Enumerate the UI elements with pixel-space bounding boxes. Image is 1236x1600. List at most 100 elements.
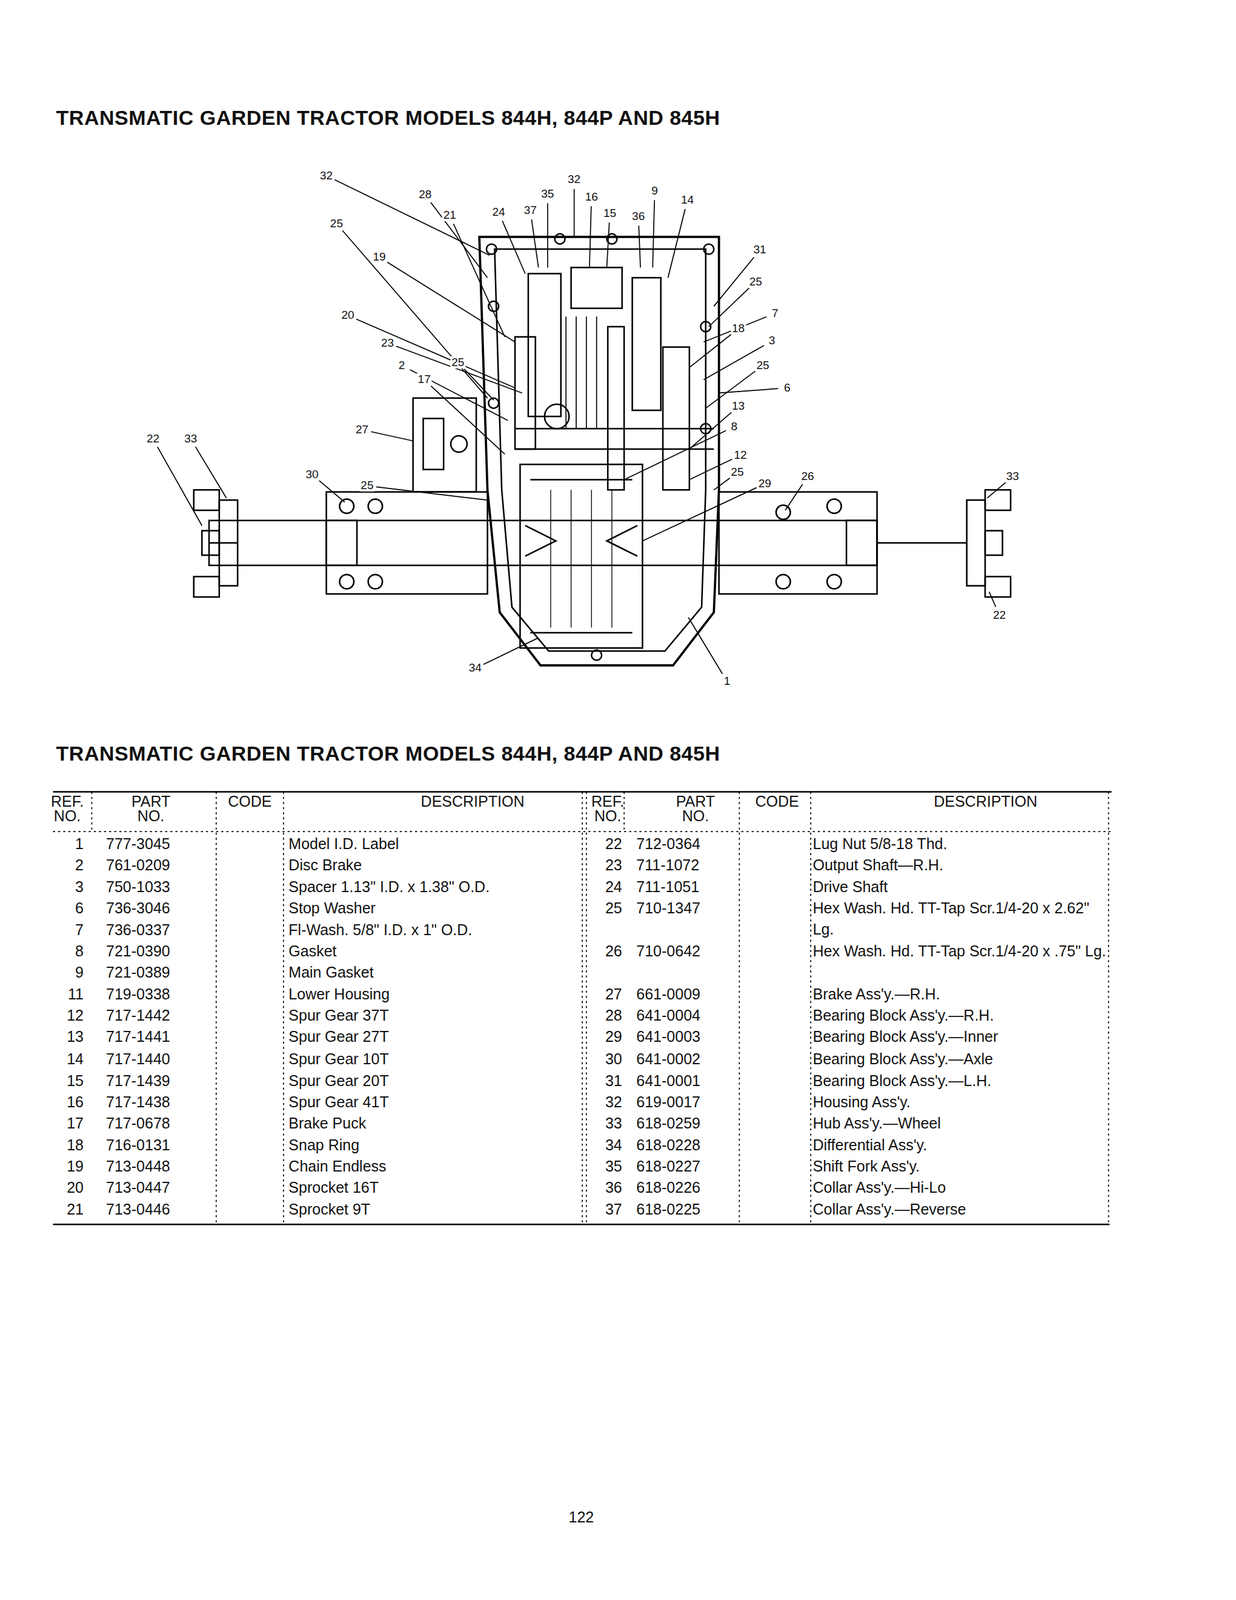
ref-number: 31	[605, 1069, 623, 1092]
part-number: 712-0364	[636, 833, 701, 855]
part-number: 721-0389	[106, 961, 171, 983]
leader-line	[713, 478, 731, 491]
ref-number: 23	[605, 854, 623, 876]
leader-line	[319, 480, 345, 503]
ref-number: 14	[66, 1048, 84, 1070]
hub	[966, 499, 986, 586]
bearing-block	[846, 520, 877, 566]
pinion	[525, 525, 638, 556]
part-number: 641-0001	[636, 1069, 701, 1092]
callout-number: 25	[729, 465, 745, 479]
part-number: 618-0225	[636, 1198, 701, 1220]
ref-number: 20	[66, 1176, 84, 1198]
callout-number: 7	[770, 307, 780, 320]
bolt-hole	[703, 244, 714, 255]
table-header: PART NO.	[667, 793, 724, 823]
bolt-hole	[339, 574, 354, 589]
part-number: 717-1440	[106, 1048, 171, 1070]
leader-line	[652, 199, 655, 268]
leader-line	[531, 219, 539, 268]
part-number: 618-0228	[636, 1134, 701, 1156]
part-description: Bearing Block Ass'y.—Inner	[812, 1025, 1107, 1047]
part-number: 641-0003	[636, 1025, 701, 1047]
bolt-hole	[827, 574, 842, 589]
part-description: Main Gasket	[288, 961, 580, 983]
part-number: 761-0209	[106, 854, 171, 876]
bearing-block	[326, 520, 357, 566]
part-number: 750-1033	[106, 876, 171, 898]
callout-number: 21	[442, 209, 458, 222]
ref-number: 11	[67, 983, 84, 1005]
bolt-hole	[486, 244, 497, 255]
part-description: Chain Endless	[288, 1155, 580, 1177]
callout-number: 36	[630, 210, 646, 223]
page-title: TRANSMATIC GARDEN TRACTOR MODELS 844H, 8…	[56, 106, 721, 130]
part-number: 618-0226	[636, 1176, 701, 1198]
ring-gear	[530, 479, 632, 632]
part-description: Bearing Block Ass'y.—Axle	[812, 1048, 1107, 1070]
ref-number: 26	[605, 940, 623, 962]
gear	[662, 347, 690, 491]
table-header: REF. NO.	[579, 793, 636, 823]
gear	[607, 326, 625, 490]
callout-number: 25	[748, 275, 764, 288]
ref-number: 16	[66, 1091, 84, 1113]
callout-number: 22	[145, 432, 161, 445]
leader-line	[719, 388, 779, 393]
leader-line	[606, 222, 609, 268]
bolt-hole	[776, 505, 791, 520]
table-header: CODE	[221, 793, 278, 809]
table-rule	[53, 830, 1112, 832]
leader-line	[342, 230, 488, 398]
callout-number: 24	[490, 206, 506, 219]
part-description: Housing Ass'y.	[812, 1091, 1107, 1113]
part-number: 711-1051	[636, 876, 700, 898]
ref-number: 6	[75, 897, 84, 919]
part-description: Bearing Block Ass'y.—L.H.	[812, 1069, 1107, 1092]
ref-number: 29	[605, 1025, 623, 1047]
axle-end	[209, 542, 967, 545]
part-description: Lug Nut 5/8-18 Thd.	[812, 833, 1107, 855]
gear	[528, 273, 562, 417]
part-description: Collar Ass'y.—Reverse	[812, 1198, 1107, 1220]
part-number: 777-3045	[106, 833, 171, 855]
leader-line	[157, 446, 202, 526]
bolt-hole	[368, 498, 383, 514]
part-number: 717-1442	[106, 1004, 171, 1026]
parts-table-rules	[53, 791, 1112, 1225]
leader-line	[376, 486, 488, 500]
part-number: 641-0004	[636, 1004, 701, 1026]
leader-line	[430, 202, 488, 278]
leader-line	[334, 179, 490, 256]
ref-number: 9	[75, 961, 84, 983]
part-number: 619-0017	[636, 1091, 701, 1113]
part-number: 710-1347	[636, 897, 701, 919]
housing	[479, 233, 720, 666]
part-description: Disc Brake	[288, 854, 580, 876]
lug	[193, 489, 220, 511]
leader-line	[502, 220, 526, 274]
callout-number: 3	[767, 334, 777, 347]
callout-number: 33	[1005, 470, 1021, 483]
brake-assembly	[413, 398, 477, 492]
part-description: Output Shaft—R.H.	[812, 854, 1107, 876]
ref-number: 24	[605, 876, 623, 898]
ref-number: 17	[66, 1112, 84, 1134]
part-description: Hub Ass'y.—Wheel	[812, 1112, 1107, 1134]
axle-tube	[326, 491, 488, 594]
part-number: 641-0002	[636, 1048, 701, 1070]
ref-number: 32	[605, 1091, 623, 1113]
lug	[193, 576, 220, 597]
callout-number: 34	[467, 661, 483, 674]
callout-number: 25	[359, 479, 375, 492]
part-description: Spur Gear 20T	[288, 1069, 580, 1092]
axle-tube	[719, 491, 878, 594]
callout-number: 9	[650, 184, 660, 197]
ref-number: 28	[605, 1004, 623, 1026]
gear-teeth	[550, 489, 612, 628]
ref-number: 34	[605, 1134, 623, 1156]
leader-line	[624, 430, 726, 480]
gear	[632, 277, 662, 411]
callout-number: 35	[539, 187, 555, 200]
callout-number: 2	[397, 359, 407, 372]
